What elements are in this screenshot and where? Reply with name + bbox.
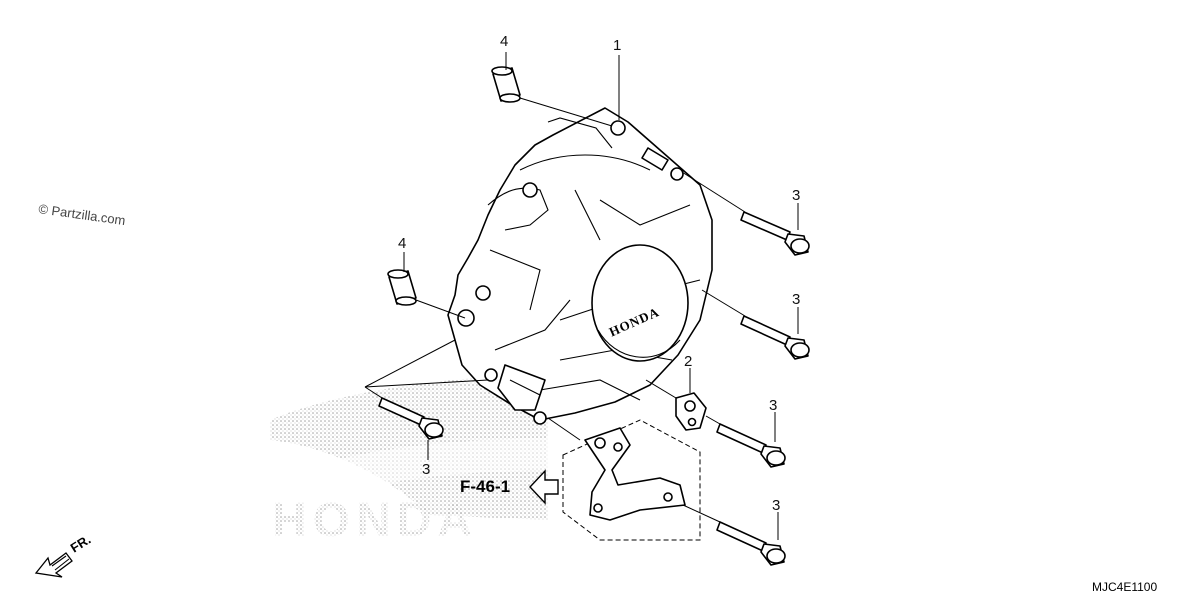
front-direction-label: FR. [68, 532, 94, 556]
flange-bolt-b[interactable] [740, 315, 810, 360]
dowel-pin-upper[interactable] [491, 66, 521, 103]
callout-3-bolt-d: 3 [772, 497, 780, 514]
flange-bolt-d[interactable] [716, 521, 786, 566]
bracket-small[interactable] [675, 392, 707, 431]
front-direction-arrow [34, 552, 73, 578]
dowel-pin-lower[interactable] [387, 269, 417, 306]
watermark-text: © Partzilla.com [38, 201, 127, 228]
reference-arrow[interactable] [529, 469, 559, 505]
callout-2-bracket: 2 [684, 353, 692, 370]
callout-3-bolt-a: 3 [792, 187, 800, 204]
flange-bolt-e[interactable] [378, 397, 444, 440]
callout-3-bolt-b: 3 [792, 291, 800, 308]
reference-label[interactable]: F-46-1 [460, 477, 510, 496]
background-honda-wordmark: HONDA [272, 494, 478, 547]
diagram-code: MJC4E1100 [1092, 580, 1157, 594]
flange-bolt-a[interactable] [740, 211, 810, 256]
generator-cover[interactable]: HONDA [447, 107, 713, 425]
callout-4-dowel-a: 4 [500, 33, 508, 50]
callout-3-bolt-c: 3 [769, 397, 777, 414]
callout-4-dowel-b: 4 [398, 235, 406, 252]
callout-3-bolt-e: 3 [422, 461, 430, 478]
reference-bracket-assembly[interactable] [562, 419, 701, 541]
leader-lines [364, 52, 799, 540]
flange-bolt-c[interactable] [716, 423, 786, 468]
callout-1-cover: 1 [613, 37, 621, 54]
